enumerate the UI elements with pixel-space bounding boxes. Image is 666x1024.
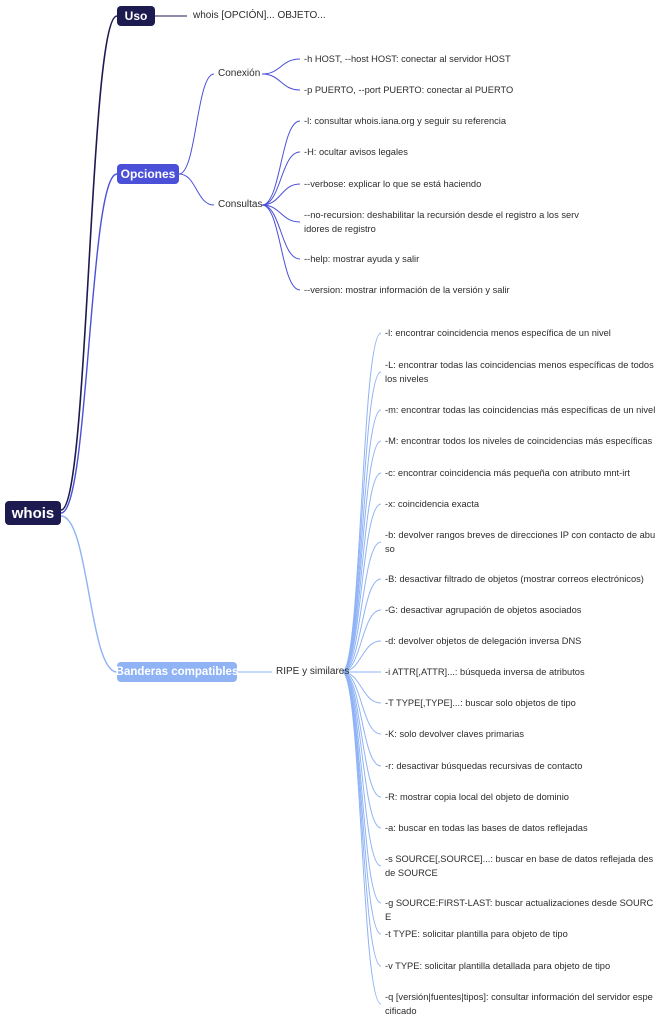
consultas-item: --verbose: explicar lo que se está hacie… xyxy=(304,179,482,189)
edge-ripe-item-7 xyxy=(341,578,382,673)
edge-ripe-item-18 xyxy=(341,671,382,935)
edge-opciones-consultas xyxy=(178,173,215,206)
ripe-node[interactable]: RIPE y similares xyxy=(276,666,350,677)
edge-consultas-item-1 xyxy=(261,151,301,206)
edge-ripe-item-6 xyxy=(341,541,382,673)
edge-conexion-item-0 xyxy=(261,58,301,75)
edge-ripe-item-20 xyxy=(341,671,382,1005)
ripe-item: -g SOURCE:FIRST-LAST: buscar actualizaci… xyxy=(385,898,654,922)
edge-ripe-item-14 xyxy=(341,671,382,798)
edge-root-uso xyxy=(60,15,118,511)
ripe-item: -d: devolver objetos de delegación inver… xyxy=(385,636,582,646)
ripe-item: -s SOURCE[,SOURCE]...: buscar en base de… xyxy=(385,854,654,878)
ripe-item: -M: encontrar todos los niveles de coinc… xyxy=(385,436,653,446)
uso-node[interactable]: Uso xyxy=(117,6,155,26)
ripe-item: -l: encontrar coincidencia menos específ… xyxy=(385,328,611,338)
edge-consultas-item-3 xyxy=(261,204,301,223)
banderas-node[interactable]: Banderas compatibles xyxy=(115,662,239,682)
consultas-item: -l: consultar whois.iana.org y seguir su… xyxy=(304,116,507,126)
conexion-item: -p PUERTO, --port PUERTO: conectar al PU… xyxy=(304,85,514,95)
ripe-item: -x: coincidencia exacta xyxy=(385,499,480,509)
edge-root-banderas xyxy=(60,515,118,673)
edge-ripe-item-17 xyxy=(341,671,382,904)
edge-consultas-item-5 xyxy=(261,204,301,291)
ripe-item: -K: solo devolver claves primarias xyxy=(385,729,524,739)
opciones-label: Opciones xyxy=(120,167,176,181)
consultas-node[interactable]: Consultas xyxy=(218,199,263,210)
ripe-item: -a: buscar en todas las bases de datos r… xyxy=(385,823,588,833)
ripe-item: -t TYPE: solicitar plantilla para objeto… xyxy=(385,929,568,939)
consultas-item: --version: mostrar información de la ver… xyxy=(304,285,510,295)
edge-root-opciones xyxy=(60,173,118,514)
edge-ripe-item-16 xyxy=(341,671,382,867)
root-node[interactable]: whois xyxy=(5,501,61,525)
root-label: whois xyxy=(11,504,55,522)
edge-ripe-item-19 xyxy=(341,671,382,967)
edge-opciones-conexion xyxy=(178,73,215,175)
ripe-item: -R: mostrar copia local del objeto de do… xyxy=(385,792,569,802)
ripe-item: -L: encontrar todas las coincidencias me… xyxy=(385,360,654,384)
consultas-item: --no-recursion: deshabilitar la recursió… xyxy=(304,210,579,234)
edge-ripe-item-2 xyxy=(341,409,382,673)
ripe-item: -m: encontrar todas las coincidencias má… xyxy=(385,405,656,415)
edge-ripe-item-4 xyxy=(341,472,382,673)
ripe-item: -c: encontrar coincidencia más pequeña c… xyxy=(385,468,630,478)
consultas-item: --help: mostrar ayuda y salir xyxy=(304,254,420,264)
edge-ripe-item-8 xyxy=(341,609,382,673)
edge-ripe-item-5 xyxy=(341,503,382,673)
edge-ripe-item-13 xyxy=(341,671,382,767)
edge-consultas-item-4 xyxy=(261,204,301,260)
ripe-item: -G: desactivar agrupación de objetos aso… xyxy=(385,605,582,615)
uso-label: Uso xyxy=(124,9,148,23)
edge-ripe-item-12 xyxy=(341,671,382,735)
ripe-item: -i ATTR[,ATTR]...: búsqueda inversa de a… xyxy=(385,667,585,677)
conexion-node[interactable]: Conexión xyxy=(218,68,261,79)
banderas-label: Banderas compatibles xyxy=(115,666,239,678)
ripe-item: -T TYPE[,TYPE]...: buscar solo objetos d… xyxy=(385,698,576,708)
ripe-item: -B: desactivar filtrado de objetos (most… xyxy=(385,574,644,584)
ripe-item: -b: devolver rangos breves de direccione… xyxy=(385,530,656,554)
ripe-item: -q [versión|fuentes|tipos]: consultar in… xyxy=(385,992,653,1016)
edge-ripe-item-15 xyxy=(341,671,382,829)
uso-value: whois [OPCIÓN]... OBJETO... xyxy=(193,10,326,21)
conexion-item: -h HOST, --host HOST: conectar al servid… xyxy=(304,54,511,64)
edge-ripe-item-1 xyxy=(341,371,382,673)
opciones-node[interactable]: Opciones xyxy=(117,164,179,184)
ripe-item: -v TYPE: solicitar plantilla detallada p… xyxy=(385,961,611,971)
edge-consultas-item-0 xyxy=(261,120,301,206)
edge-conexion-item-1 xyxy=(261,73,301,91)
ripe-item: -r: desactivar búsquedas recursivas de c… xyxy=(385,761,583,771)
edge-ripe-item-3 xyxy=(341,440,382,673)
edge-consultas-item-2 xyxy=(261,183,301,206)
edge-ripe-item-0 xyxy=(341,332,382,673)
consultas-item: -H: ocultar avisos legales xyxy=(304,147,408,157)
